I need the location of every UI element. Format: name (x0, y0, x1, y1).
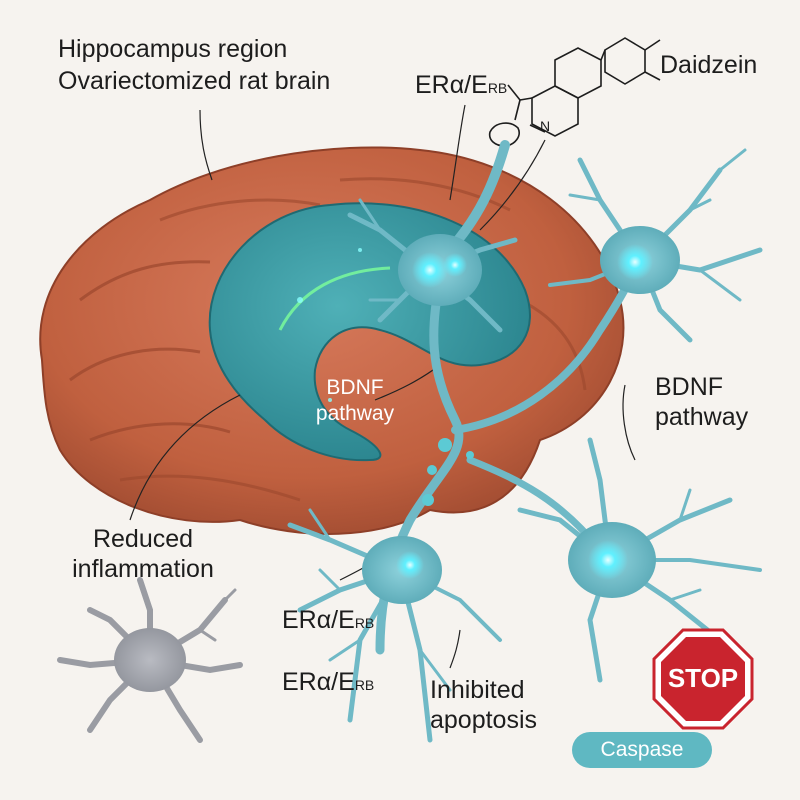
bdnf-inner-line-2: pathway (315, 402, 395, 425)
bdnf-inner-line-1: BDNF (326, 376, 384, 399)
er-main-sub: RB (487, 80, 508, 96)
caspase-label: Caspase (600, 738, 684, 761)
stop-label: STOP (667, 663, 739, 693)
er-main-label: ERα/ERB (415, 70, 507, 103)
daidzein-label: Daidzein (660, 51, 758, 79)
inhibited-line-2: apoptosis (430, 706, 538, 734)
er-lower-label-2: ERα/ERB (282, 667, 374, 700)
daidzein-molecule-icon (488, 37, 661, 147)
inhibited-line-1: Inhibited (430, 676, 525, 704)
er-lower-2-sub: RB (354, 677, 375, 693)
bdnf-right-line-2: pathway (655, 403, 749, 431)
er-lower-1-text: ERα/E (282, 606, 355, 634)
er-lower-label-1: ERα/ERB (282, 605, 374, 638)
er-lower-1-sub: RB (354, 615, 375, 631)
bdnf-right-label: BDNF pathway (655, 372, 748, 432)
neuron-somas (362, 226, 680, 604)
reduced-line-1: Reduced (92, 525, 194, 553)
inhibited-apoptosis-label: Inhibited apoptosis (430, 675, 537, 735)
stop-sign-icon (652, 628, 754, 730)
er-lower-2-text: ERα/E (282, 668, 355, 696)
microglia-icon (57, 577, 243, 743)
title-line-2: Ovariectomized rat brain (58, 67, 331, 95)
reduced-inflammation-label: Reduced inflammation (58, 524, 228, 584)
caspase-pill (572, 732, 712, 768)
title-line-1: Hippocampus region (58, 35, 288, 63)
bdnf-right-line-1: BDNF (655, 373, 724, 401)
reduced-line-2: inflammation (72, 555, 214, 583)
bdnf-inner-label: BDNF pathway (305, 375, 405, 427)
molecule-n-label: N (540, 118, 551, 134)
er-main-text: ERα/E (415, 71, 488, 99)
